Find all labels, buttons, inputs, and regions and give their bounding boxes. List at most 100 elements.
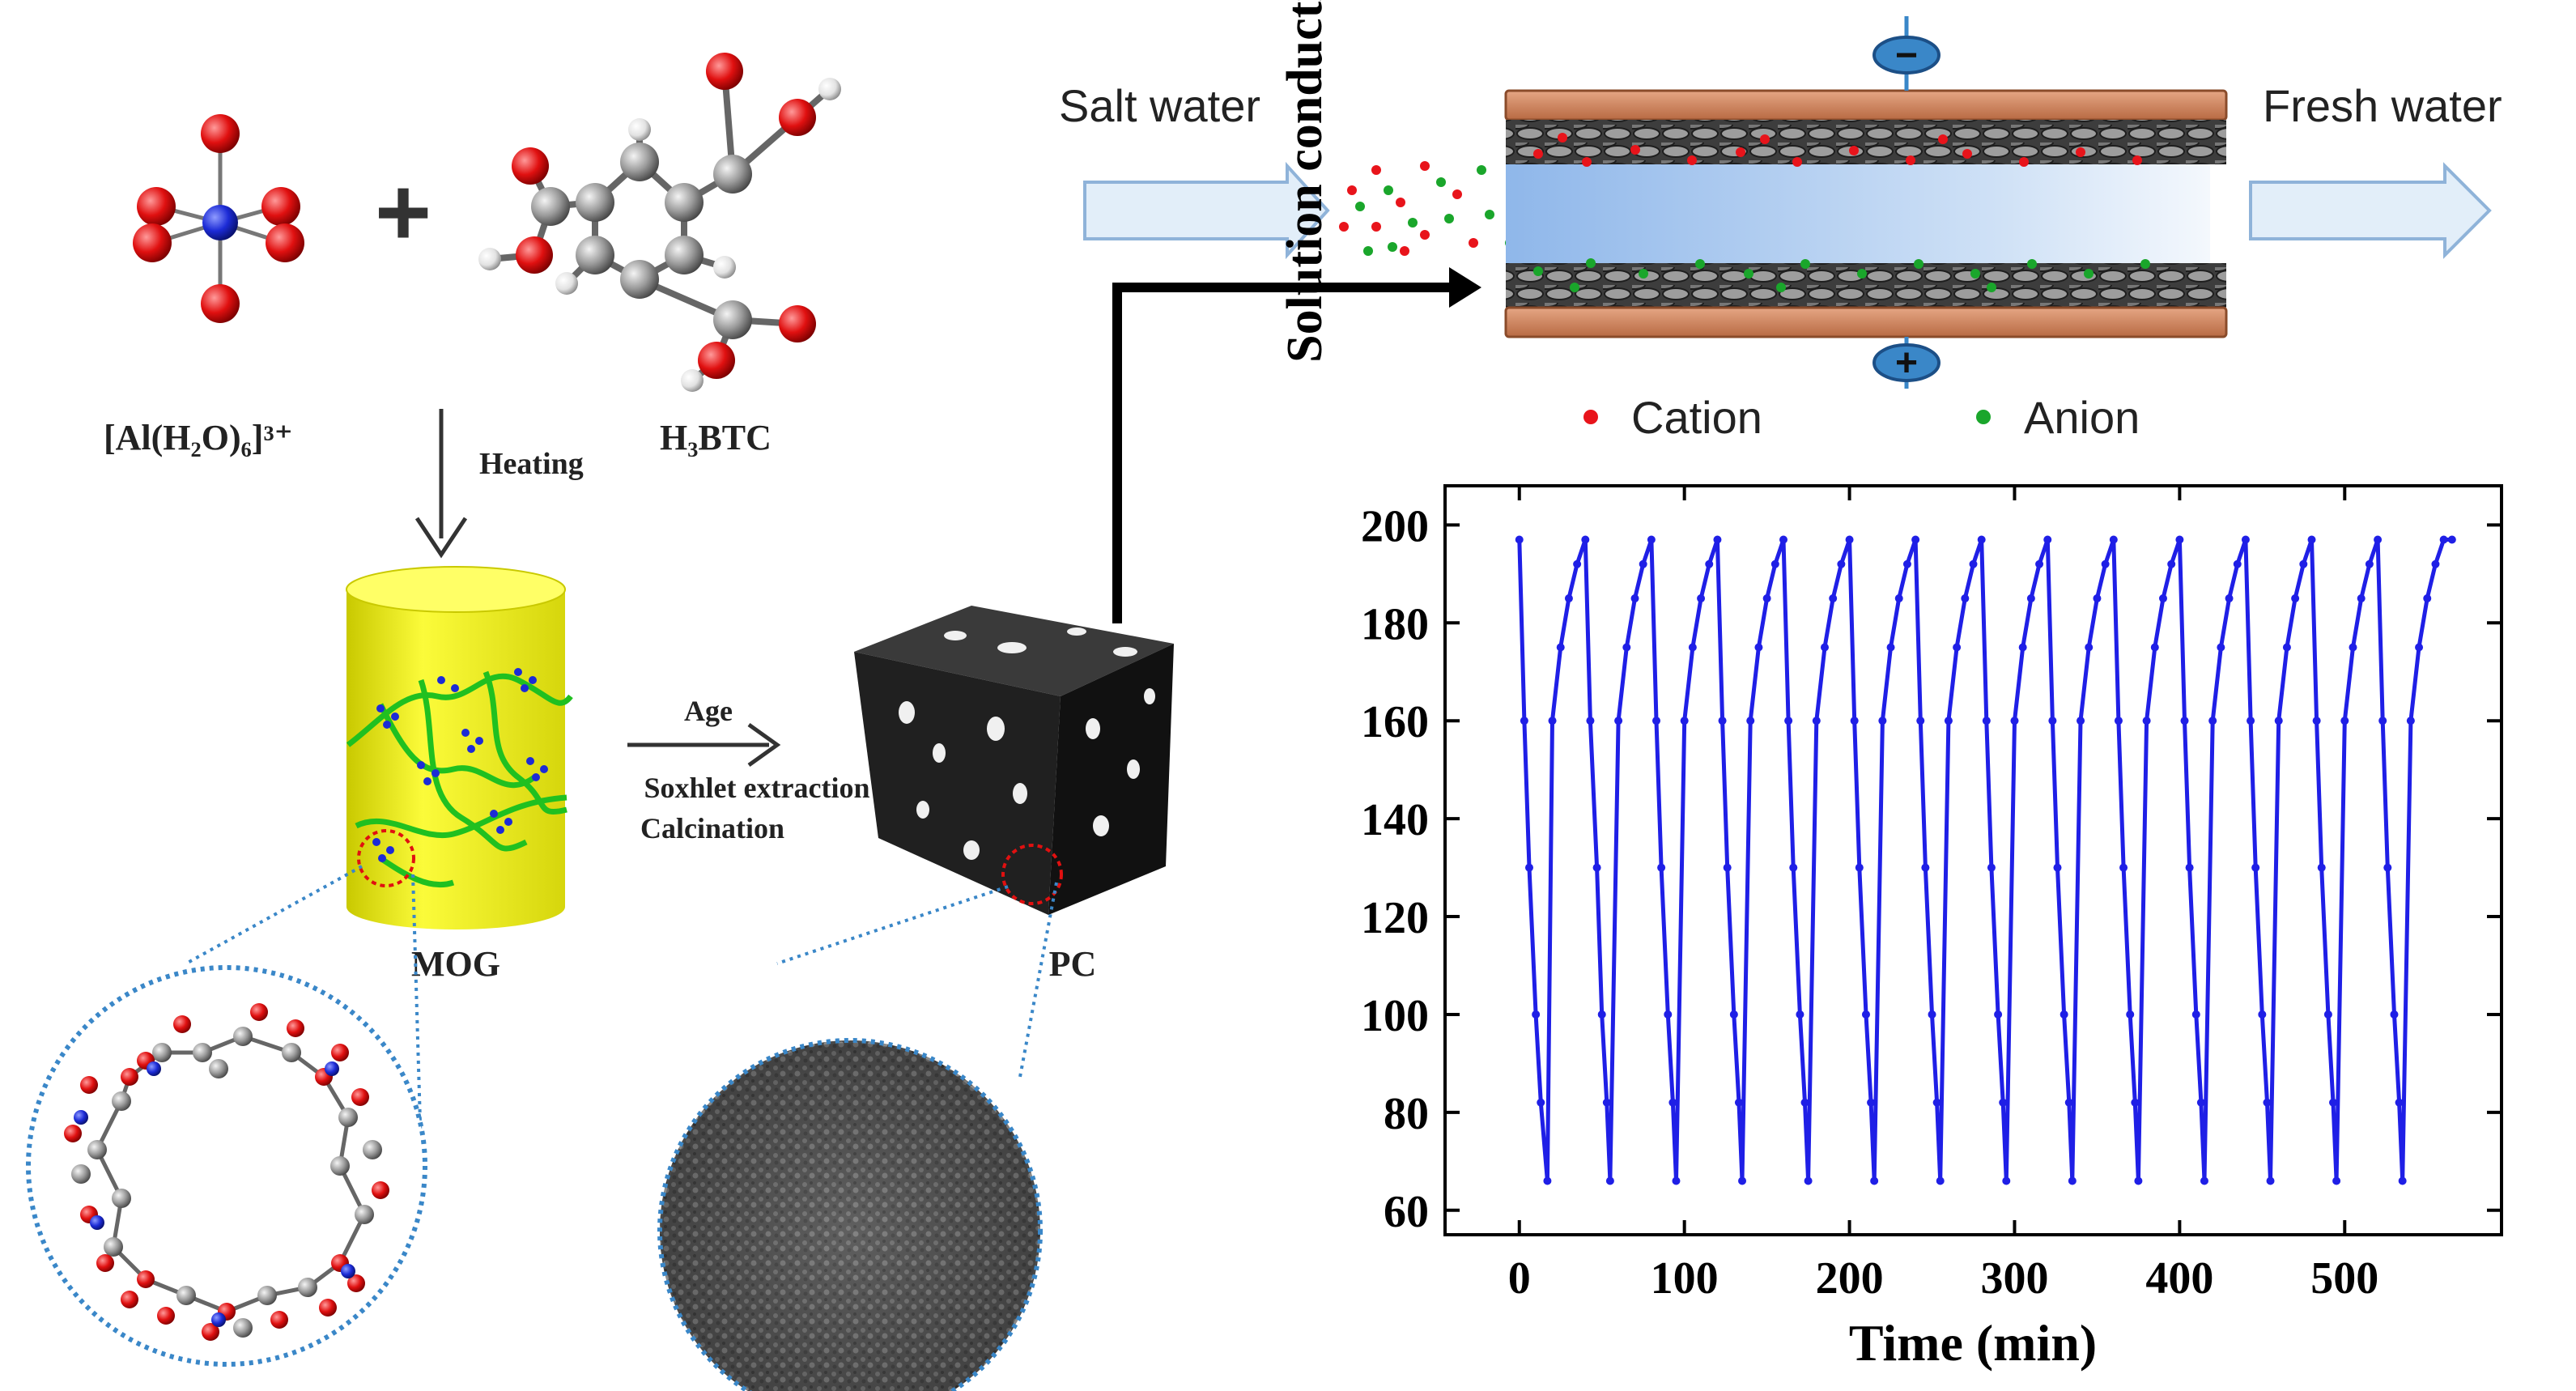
synthesis-arrow	[627, 722, 781, 768]
data-point	[1837, 559, 1846, 568]
adsorbed-anions	[1533, 258, 2150, 292]
pc-highlight-circle	[1001, 844, 1063, 905]
data-point	[2035, 559, 2044, 568]
data-point	[1784, 717, 1793, 725]
data-point	[2185, 863, 2194, 872]
data-point	[2150, 643, 2159, 652]
data-point	[1729, 1010, 1738, 1019]
data-point	[1944, 717, 1953, 725]
data-point	[2439, 535, 2448, 544]
data-point	[2180, 717, 2189, 725]
data-point	[1850, 717, 1859, 725]
y-tick-label: 160	[1361, 697, 1429, 747]
x-tick-label: 400	[2145, 1253, 2213, 1304]
data-point	[2191, 1010, 2200, 1019]
mog-label: MOG	[411, 944, 500, 984]
data-point	[1829, 594, 1838, 603]
top-current-collector	[1504, 89, 2228, 121]
data-point	[2077, 717, 2085, 725]
data-point	[2175, 535, 2184, 544]
data-point	[1982, 717, 1991, 725]
data-point	[1936, 1176, 1945, 1185]
data-point	[2340, 717, 2349, 725]
data-point	[1861, 1010, 1870, 1019]
data-point	[1928, 1010, 1936, 1019]
data-point	[1688, 643, 1697, 652]
data-point	[1705, 559, 1714, 568]
x-tick-label: 500	[2310, 1253, 2378, 1304]
data-point	[2225, 594, 2234, 603]
data-point	[2395, 1098, 2404, 1107]
data-point	[1657, 863, 1666, 872]
gel-metal-nodes	[372, 668, 548, 862]
data-point	[2332, 1176, 2341, 1185]
anion-cloud	[1355, 165, 1515, 256]
y-tick-label: 120	[1361, 893, 1429, 943]
data-point	[1556, 643, 1565, 652]
heating-label: Heating	[479, 447, 584, 481]
metal-precursor-label: [Al(H₂O)₆]³⁺	[104, 418, 293, 457]
top-carbon-electrode	[1506, 120, 2226, 164]
plot-frame	[1443, 484, 2503, 1236]
x-tick-label: 100	[1651, 1253, 1719, 1304]
data-point	[2048, 717, 2057, 725]
data-point	[1532, 1010, 1541, 1019]
data-point	[2101, 559, 2110, 568]
data-point	[2158, 594, 2167, 603]
data-point	[1961, 594, 1970, 603]
data-point	[1713, 535, 1722, 544]
data-point	[1652, 717, 1660, 725]
flow-channel	[1506, 164, 2210, 263]
porous-carbon-cube	[854, 606, 1174, 915]
y-tick-label: 100	[1361, 991, 1429, 1041]
data-point	[2208, 717, 2217, 725]
data-point	[1916, 717, 1925, 725]
data-point	[1734, 1098, 1743, 1107]
data-point	[2307, 535, 2316, 544]
plus-sign: +	[375, 158, 431, 266]
data-point	[2002, 1176, 2011, 1185]
fresh-water-label: Fresh water	[2263, 80, 2502, 131]
data-point	[1602, 1098, 1611, 1107]
data-point	[1969, 559, 1978, 568]
data-point	[1855, 863, 1864, 872]
aluminium-hexaaqua-molecule	[133, 114, 304, 323]
data-point	[2026, 594, 2035, 603]
step-soxhlet: Soxhlet extraction	[644, 772, 870, 804]
data-point	[1543, 1176, 1552, 1185]
data-point	[1647, 535, 1656, 544]
data-point	[2131, 1098, 2140, 1107]
data-point	[2390, 1010, 2399, 1019]
data-point	[1932, 1098, 1941, 1107]
cation-legend-marker	[1583, 410, 1598, 424]
data-point	[2053, 863, 2062, 872]
data-point	[1762, 594, 1771, 603]
data-point	[1754, 643, 1763, 652]
data-point	[1911, 535, 1920, 544]
data-point	[2383, 863, 2392, 872]
data-point	[2114, 717, 2123, 725]
data-point	[1870, 1176, 1879, 1185]
data-point	[1668, 1098, 1677, 1107]
step-calcination: Calcination	[640, 812, 784, 844]
y-tick-label: 80	[1384, 1089, 1429, 1139]
pc-label: PC	[1049, 944, 1097, 984]
data-point	[1894, 594, 1903, 603]
mog-highlight-circle	[357, 829, 415, 887]
bottom-carbon-electrode	[1506, 263, 2226, 308]
data-point	[1779, 535, 1788, 544]
data-point	[1520, 717, 1528, 725]
data-point	[2365, 559, 2374, 568]
data-point	[2431, 559, 2440, 568]
data-point	[2274, 717, 2283, 725]
data-point	[1953, 643, 1962, 652]
data-point	[2282, 643, 2291, 652]
data-point	[2167, 559, 2176, 568]
data-point	[2010, 717, 2019, 725]
negative-sign: −	[1895, 34, 1918, 77]
y-tick-label: 140	[1361, 795, 1429, 845]
data-point	[1597, 1010, 1606, 1019]
